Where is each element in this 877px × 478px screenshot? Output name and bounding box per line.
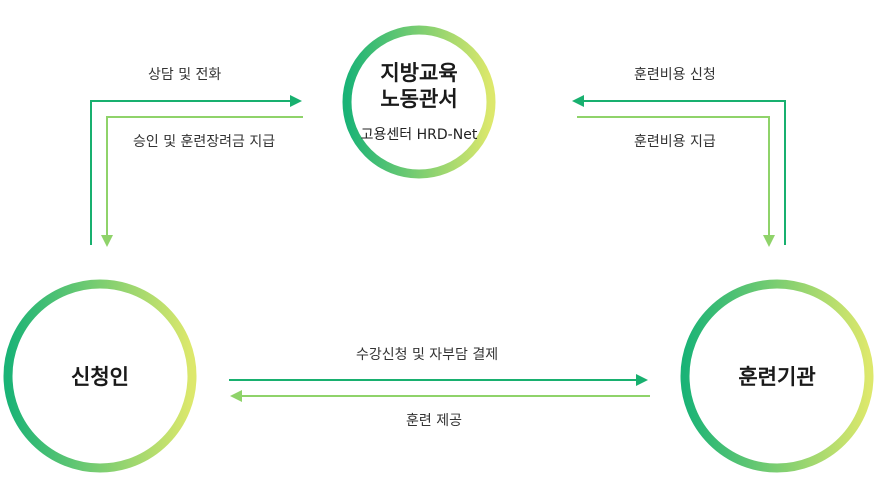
label-right-top-out: 훈련비용 신청 (634, 67, 716, 83)
right-node-ring (680, 279, 874, 473)
arrow-left-top-back (101, 116, 303, 247)
left-node: 신청인 (8, 284, 192, 468)
arrow-right-top-out (572, 95, 786, 245)
label-bottom-back: 훈련 제공 (406, 413, 462, 429)
center-node-title-line1: 지방교육 (380, 61, 458, 85)
right-node: 훈련기관 (685, 284, 869, 468)
right-node-title: 훈련기관 (738, 365, 816, 389)
arrow-right-top-back (577, 116, 775, 247)
label-bottom-out: 수강신청 및 자부담 결제 (356, 347, 499, 363)
arrow-bottom-out (229, 374, 648, 386)
center-node: 지방교육 노동관서 고용센터 HRD-Net (347, 30, 491, 174)
left-node-title: 신청인 (71, 365, 129, 389)
left-node-ring (3, 279, 197, 473)
label-right-top-back: 훈련비용 지급 (634, 134, 716, 150)
center-node-ring (342, 25, 496, 179)
arrow-bottom-back (230, 390, 650, 402)
arrow-left-top-out (90, 95, 302, 245)
center-node-subtitle: 고용센터 HRD-Net (360, 127, 478, 143)
label-left-top-out: 상담 및 전화 (148, 67, 222, 83)
center-node-title-line2: 노동관서 (380, 87, 458, 111)
label-left-top-back: 승인 및 훈련장려금 지급 (133, 134, 276, 150)
